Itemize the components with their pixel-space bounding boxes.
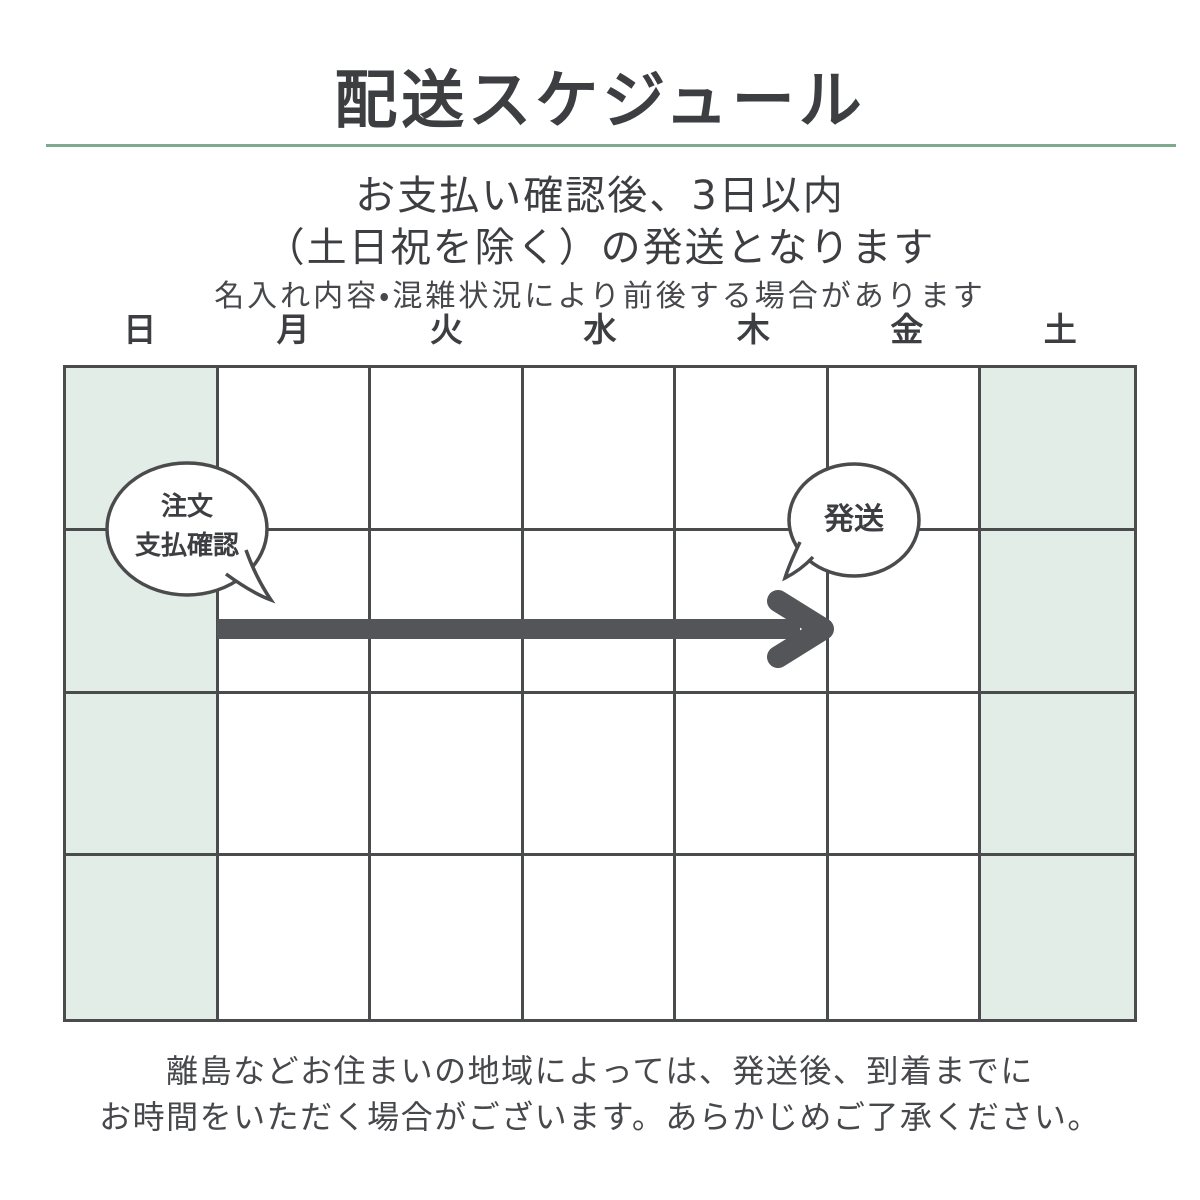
order-bubble-label-line1: 注文 — [160, 492, 213, 522]
subtitle-line-2: （土日祝を除く）の発送となります — [264, 225, 936, 271]
calendar-cell — [829, 856, 982, 1019]
subtitle-line-1: お支払い確認後、3日以内 — [355, 173, 845, 219]
day-header-row: 日月火水木金土 — [63, 303, 1137, 351]
ship-bubble-label: 発送 — [824, 502, 884, 537]
calendar-cell — [66, 856, 219, 1019]
footer-line-2: お時間をいただく場合がございます。あらかじめご了承ください。 — [99, 1098, 1101, 1136]
footer-line-1: 離島などお住まいの地域によっては、発送後、到着までに — [166, 1052, 1034, 1090]
title-divider — [46, 144, 1176, 147]
calendar-cell — [828, 693, 982, 857]
calendar-cell — [981, 693, 1134, 857]
day-header-label-6: 土 — [1043, 310, 1077, 349]
day-header-label-2: 火 — [430, 310, 464, 349]
calendar-cell — [676, 693, 829, 857]
calendar-cell — [218, 368, 372, 531]
calendar-cell — [981, 530, 1134, 694]
calendar-cell — [371, 856, 524, 1019]
page-title: 配送スケジュール — [334, 64, 866, 137]
calendar-cell — [676, 368, 829, 531]
calendar-cell — [828, 530, 982, 694]
calendar-cell — [371, 693, 524, 857]
day-header-label-5: 金 — [890, 310, 924, 349]
calendar-cell — [371, 368, 524, 531]
order-bubble-label-line2: 支払確認 — [134, 531, 239, 561]
calendar-cell — [981, 368, 1134, 531]
calendar-cell — [218, 693, 372, 857]
calendar-cell — [219, 856, 372, 1019]
calendar-cell — [66, 693, 219, 857]
day-header-label-0: 日 — [123, 310, 157, 349]
day-header-label-1: 月 — [276, 310, 310, 349]
calendar-cell — [524, 856, 677, 1019]
calendar-cell — [981, 856, 1134, 1019]
calendar-grid — [63, 365, 1137, 1022]
production-note: 名入れ内容・混雑状況により前後する場合があります — [214, 279, 986, 314]
calendar-cell — [218, 530, 372, 694]
calendar-cell — [371, 530, 524, 694]
calendar-cell — [676, 530, 829, 694]
day-header-label-3: 水 — [583, 310, 617, 349]
calendar-cell — [523, 530, 677, 694]
order-bubble-label: 注文 支払確認 — [87, 494, 287, 559]
calendar-cell — [523, 693, 677, 857]
calendar-cell — [676, 856, 829, 1019]
calendar-cell — [523, 368, 677, 531]
day-header-label-4: 木 — [736, 310, 770, 349]
